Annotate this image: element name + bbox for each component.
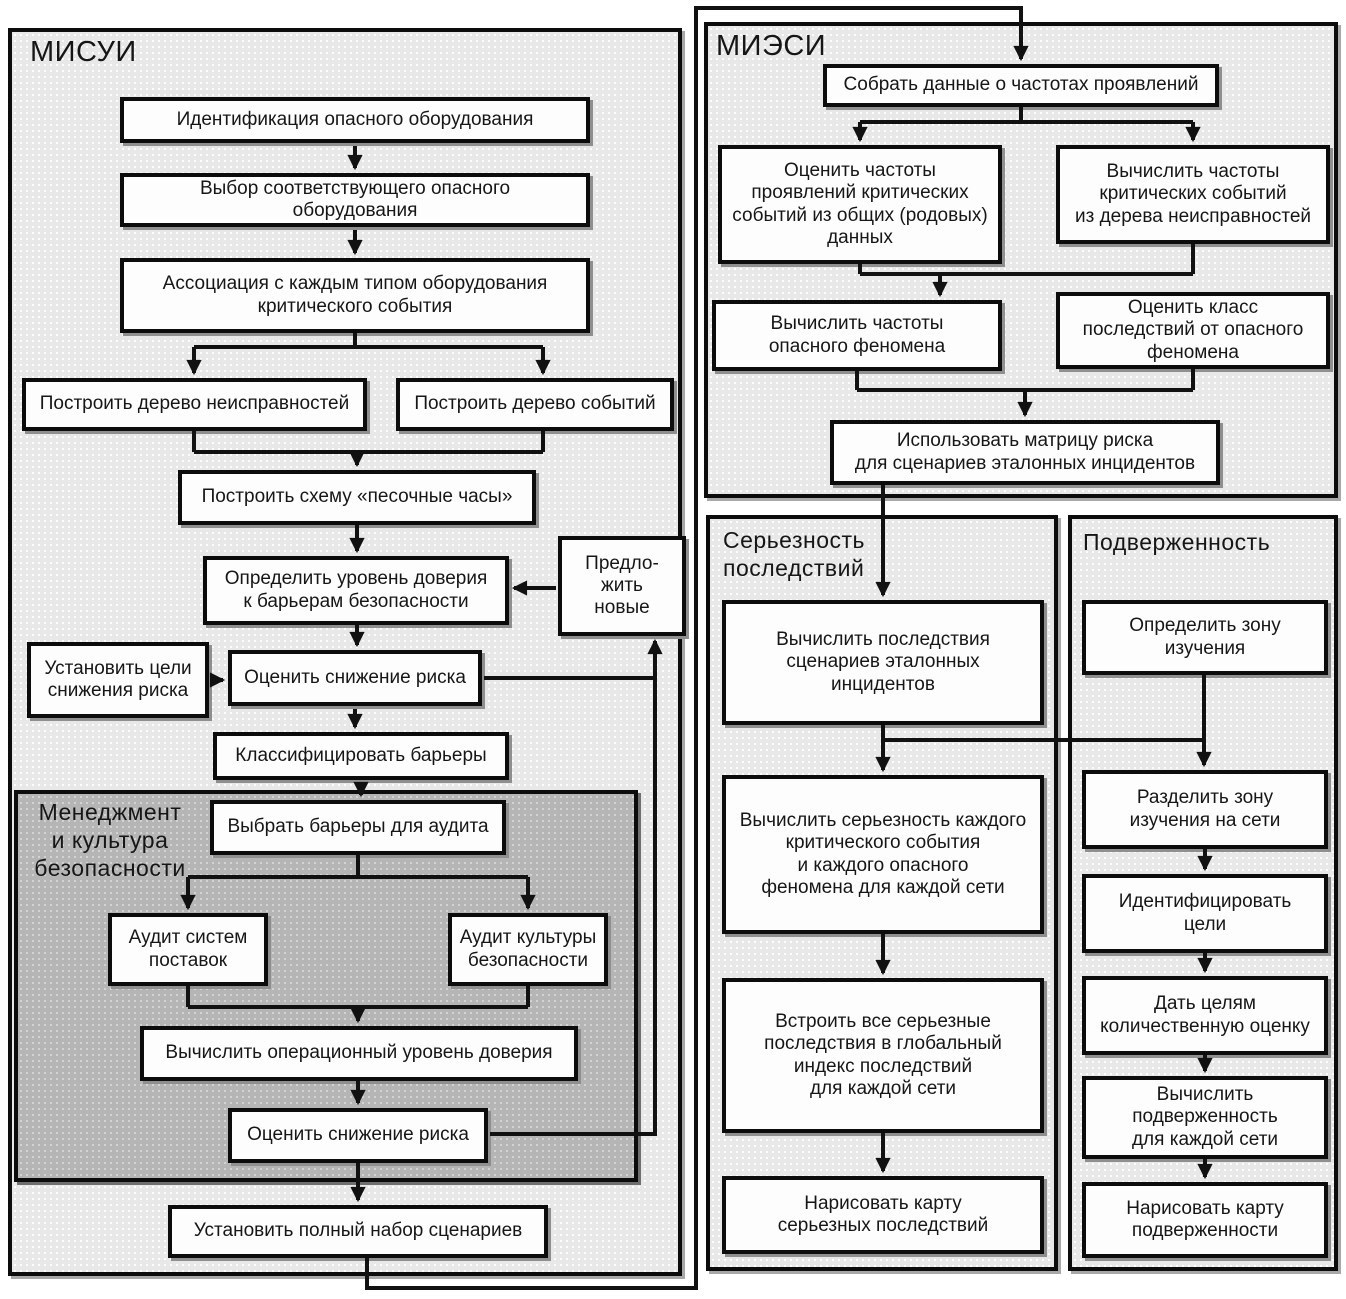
panel-title-misui: МИСУИ (30, 36, 137, 68)
node-establish-full-scenario-set: Установить полный набор сценариев (168, 1205, 548, 1258)
node-classify-barriers: Классифицировать барьеры (213, 732, 509, 780)
node-compute-frequencies-fault-tree: Вычислить частоты критических событий из… (1056, 145, 1330, 244)
node-audit-supply-systems: Аудит систем поставок (108, 913, 268, 986)
node-propose-new: Предло- жить новые (558, 536, 686, 636)
panel-title-exposure: Подверженность (1083, 529, 1271, 555)
node-draw-exposure-map: Нарисовать карту подверженности (1082, 1182, 1328, 1258)
node-assess-risk-reduction-lower: Оценить снижение риска (228, 1108, 488, 1163)
node-estimate-frequencies-generic-data: Оценить частоты проявлений критических с… (718, 145, 1002, 264)
node-compute-exposure-per-network: Вычислить подверженность для каждой сети (1082, 1076, 1328, 1159)
node-compute-severity-per-network: Вычислить серьезность каждого критическо… (722, 775, 1044, 934)
node-compute-operational-confidence: Вычислить операционный уровень доверия (140, 1026, 578, 1081)
panel-title-severity: Серьезность последствий (723, 527, 866, 582)
node-set-risk-reduction-goals: Установить цели снижения риска (27, 642, 209, 718)
node-select-barriers-for-audit: Выбрать барьеры для аудита (210, 800, 506, 855)
node-build-event-tree: Построить дерево событий (396, 378, 674, 431)
node-draw-severity-map: Нарисовать карту серьезных последствий (722, 1176, 1044, 1254)
node-identify-equipment: Идентификация опасного оборудования (120, 97, 590, 143)
node-estimate-consequence-class: Оценить класс последствий от опасного фе… (1056, 292, 1330, 369)
node-build-global-consequence-index: Встроить все серьезные последствия в гло… (722, 978, 1044, 1133)
node-build-fault-tree: Построить дерево неисправностей (22, 378, 367, 431)
node-compute-phenomenon-frequencies: Вычислить частоты опасного феномена (712, 300, 1002, 371)
node-assess-risk-reduction-upper: Оценить снижение риска (228, 650, 482, 706)
panel-title-miesi: МИЭСИ (716, 30, 827, 62)
node-compute-scenario-consequences: Вычислить последствия сценариев эталонны… (722, 600, 1044, 725)
node-associate-critical-event: Ассоциация с каждым типом оборудования к… (120, 258, 590, 333)
node-build-hourglass-scheme: Построить схему «песочные часы» (178, 470, 536, 525)
node-identify-targets: Идентифицировать цели (1082, 874, 1328, 953)
node-quantify-targets: Дать целям количественную оценку (1082, 976, 1328, 1055)
node-define-confidence-level: Определить уровень доверия к барьерам бе… (203, 556, 509, 625)
node-use-risk-matrix: Использовать матрицу риска для сценариев… (830, 420, 1220, 485)
node-define-study-zone: Определить зону изучения (1082, 600, 1328, 675)
node-select-equipment: Выбор соответствующего опасного оборудов… (120, 173, 590, 227)
node-audit-safety-culture: Аудит культуры безопасности (448, 913, 608, 986)
node-collect-frequency-data: Собрать данные о частотах проявлений (823, 64, 1219, 107)
panel-title-management: Менеджмент и культура безопасности (34, 799, 186, 882)
node-divide-zone-into-networks: Разделить зону изучения на сети (1082, 770, 1328, 849)
